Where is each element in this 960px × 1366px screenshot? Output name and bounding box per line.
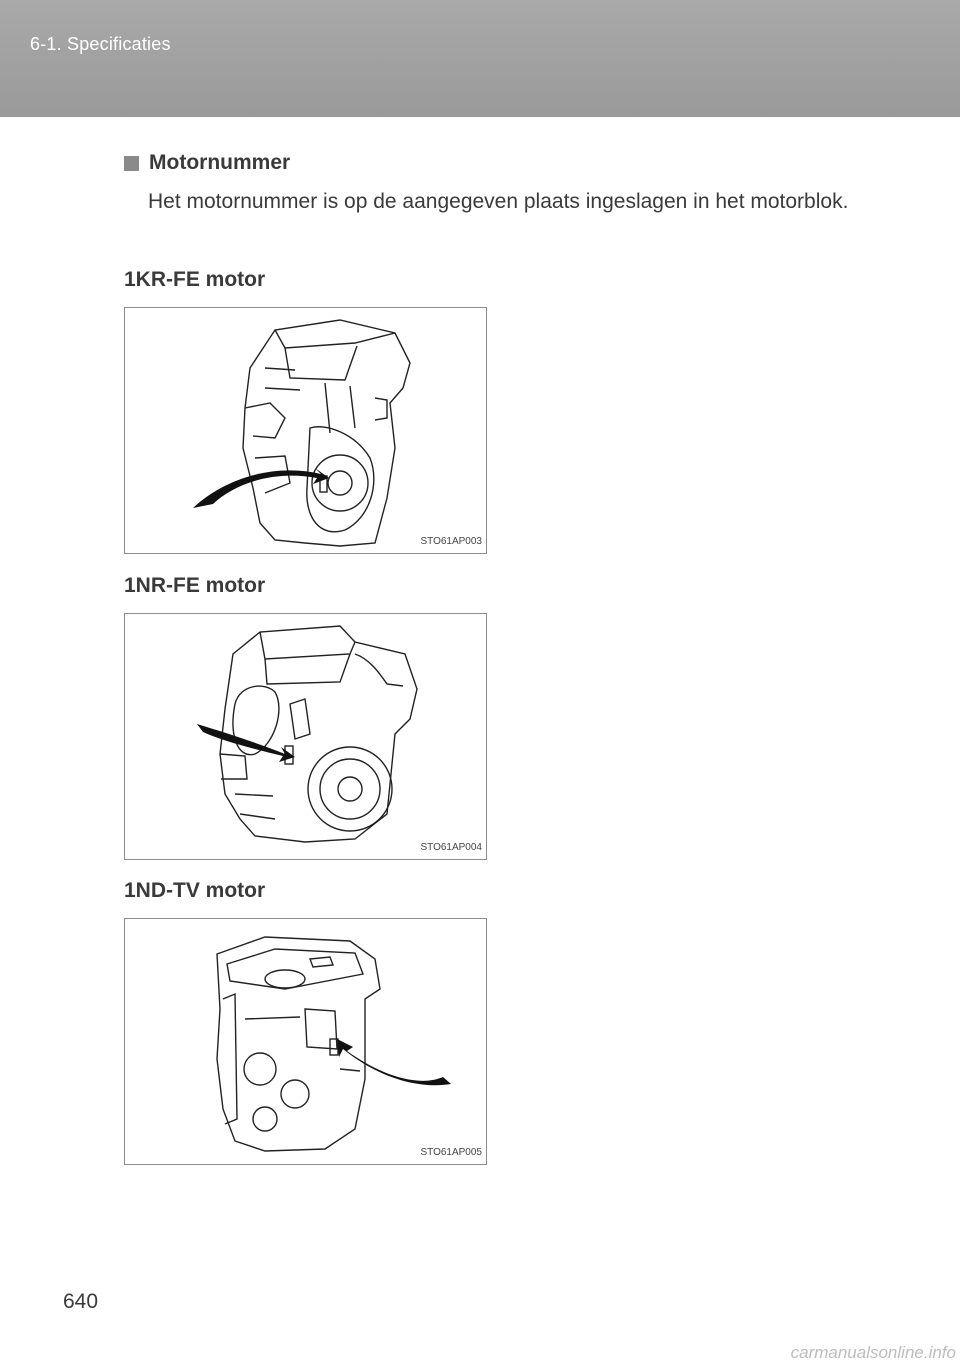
section-label: 6-1. Specificaties — [30, 34, 171, 54]
bullet-square-icon — [124, 155, 139, 171]
figure-1-title: 1KR-FE motor — [124, 268, 266, 291]
figure-1: STO61AP003 — [124, 307, 487, 554]
body-paragraph: Het motornummer is op de aangegeven plaa… — [148, 190, 849, 213]
engine-1nr-illustration — [197, 625, 418, 843]
engine-1kr-illustration — [193, 319, 411, 547]
figure-2-code: STO61AP004 — [420, 842, 482, 853]
figure-2: STO61AP004 — [124, 613, 487, 860]
heading-row: Motornummer — [124, 151, 290, 175]
figure-3: STO61AP005 — [124, 918, 487, 1165]
figure-2-title: 1NR-FE motor — [124, 574, 266, 597]
figure-3-title: 1ND-TV motor — [124, 879, 266, 902]
page-number: 640 — [63, 1290, 99, 1313]
figure-1-code: STO61AP003 — [420, 536, 482, 547]
engine-1nd-illustration — [216, 936, 451, 1152]
watermark: carmanualsonline.info — [790, 1343, 956, 1362]
page-header: 6-1. Specificaties — [0, 0, 960, 117]
figure-3-code: STO61AP005 — [420, 1147, 482, 1158]
section-heading: Motornummer — [149, 151, 291, 174]
